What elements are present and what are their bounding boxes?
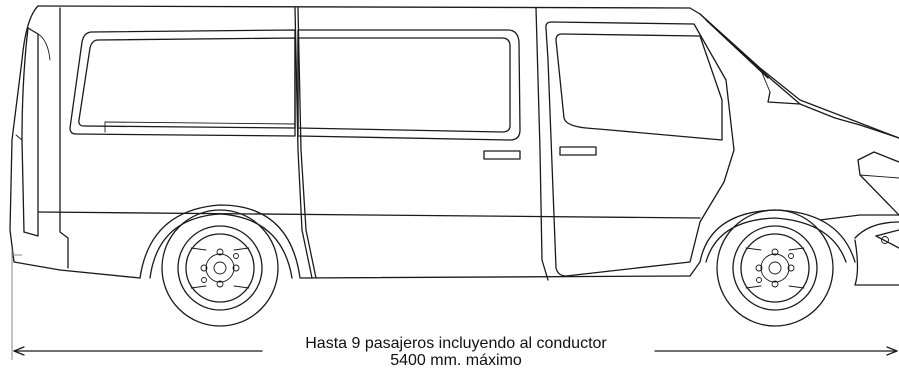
- windshield-area: [699, 13, 801, 105]
- rear-section: [15, 7, 69, 269]
- middle-side-window: [297, 29, 521, 141]
- rear-side-window: [69, 29, 296, 137]
- rear-extension-line: [11, 250, 22, 360]
- length-label: 5400 mm. máximo: [390, 352, 522, 369]
- capacity-label: Hasta 9 pasajeros incluyendo al conducto…: [305, 335, 607, 352]
- dimension-arrow-left: [13, 346, 25, 356]
- van-body-outline: [9, 5, 899, 286]
- door-seams: [37, 7, 701, 281]
- door-handles: [483, 146, 597, 160]
- dimension-line: [13, 346, 898, 356]
- hood-and-front: [799, 103, 899, 249]
- dimension-arrow-right: [886, 346, 898, 356]
- front-wheel: [689, 209, 856, 327]
- front-door: [545, 21, 735, 277]
- rear-wheel: [139, 204, 691, 327]
